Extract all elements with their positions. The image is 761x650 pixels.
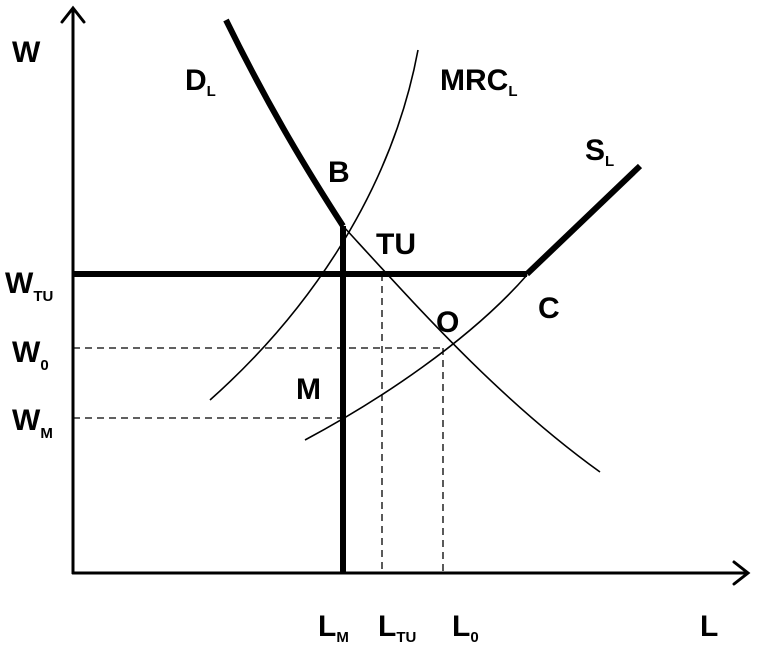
demand-label: DL	[185, 64, 216, 100]
mrc-curve	[209, 49, 419, 401]
point-tu-label: TU	[376, 228, 416, 261]
y-tick-w-tu: WTU	[5, 267, 53, 305]
demand-curve-lower	[342, 225, 601, 473]
x-axis-label: L	[700, 610, 718, 643]
y-axis-label: W	[12, 36, 41, 69]
supply-curve-lower	[304, 274, 528, 441]
point-b-label: B	[328, 156, 350, 189]
y-tick-w-m: WM	[12, 404, 53, 442]
demand-curve-upper	[223, 18, 346, 228]
supply-curve-upper	[524, 163, 643, 277]
point-c-label: C	[538, 292, 560, 325]
thick-curves	[73, 18, 643, 573]
axes	[60, 5, 751, 586]
y-tick-w-0: W0	[12, 336, 49, 374]
x-axis-arrow	[732, 560, 751, 586]
mrc-label: MRCL	[440, 64, 518, 100]
x-tick-l-m: LM	[318, 610, 349, 646]
supply-label: SL	[585, 134, 614, 170]
thin-curves	[209, 49, 601, 473]
x-tick-l-0: L0	[452, 610, 479, 646]
reference-lines	[73, 274, 444, 573]
y-axis-arrow	[60, 5, 86, 24]
point-m-label: M	[296, 373, 321, 406]
x-tick-l-tu: LTU	[378, 610, 416, 646]
point-o-label: O	[436, 306, 459, 339]
